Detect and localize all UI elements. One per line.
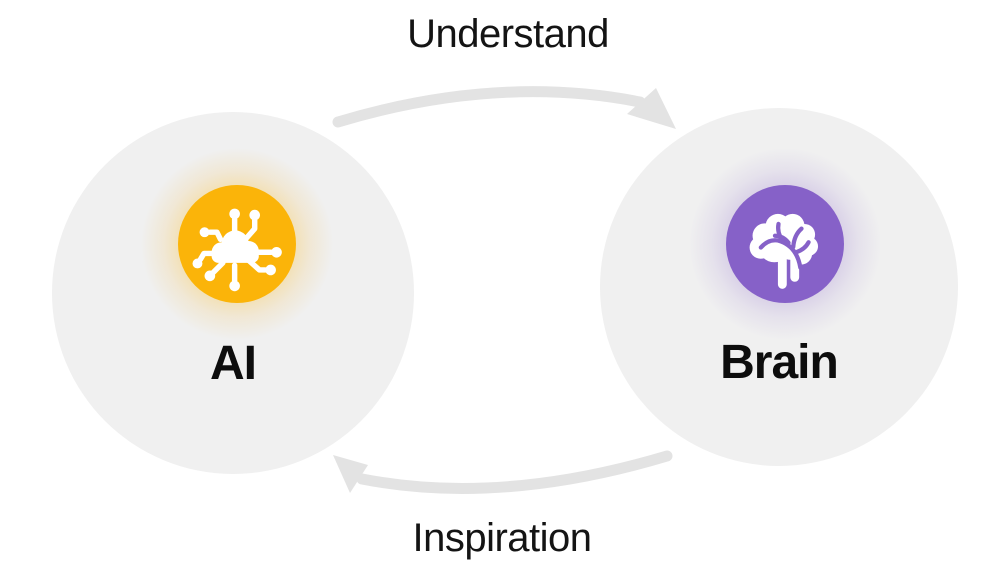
network-branches: [197, 216, 274, 284]
understand-arrow-curve: [332, 86, 646, 128]
ai-cloud-network-icon: [178, 185, 296, 303]
brain-node: Brain: [600, 108, 958, 466]
ai-label: AI: [210, 337, 257, 390]
network-node-dots: [192, 208, 282, 292]
inspiration-arrowhead-icon: [333, 455, 368, 493]
inspiration-label: Inspiration: [412, 516, 592, 560]
understand-label: Understand: [407, 12, 609, 56]
brain-label: Brain: [720, 336, 839, 389]
brain-icon: [726, 185, 844, 303]
inspiration-arrow-curve: [356, 450, 673, 494]
ai-node: AI: [52, 112, 414, 474]
understand-arrowhead-icon: [627, 88, 676, 129]
brain-vessel-branches: [758, 221, 811, 270]
